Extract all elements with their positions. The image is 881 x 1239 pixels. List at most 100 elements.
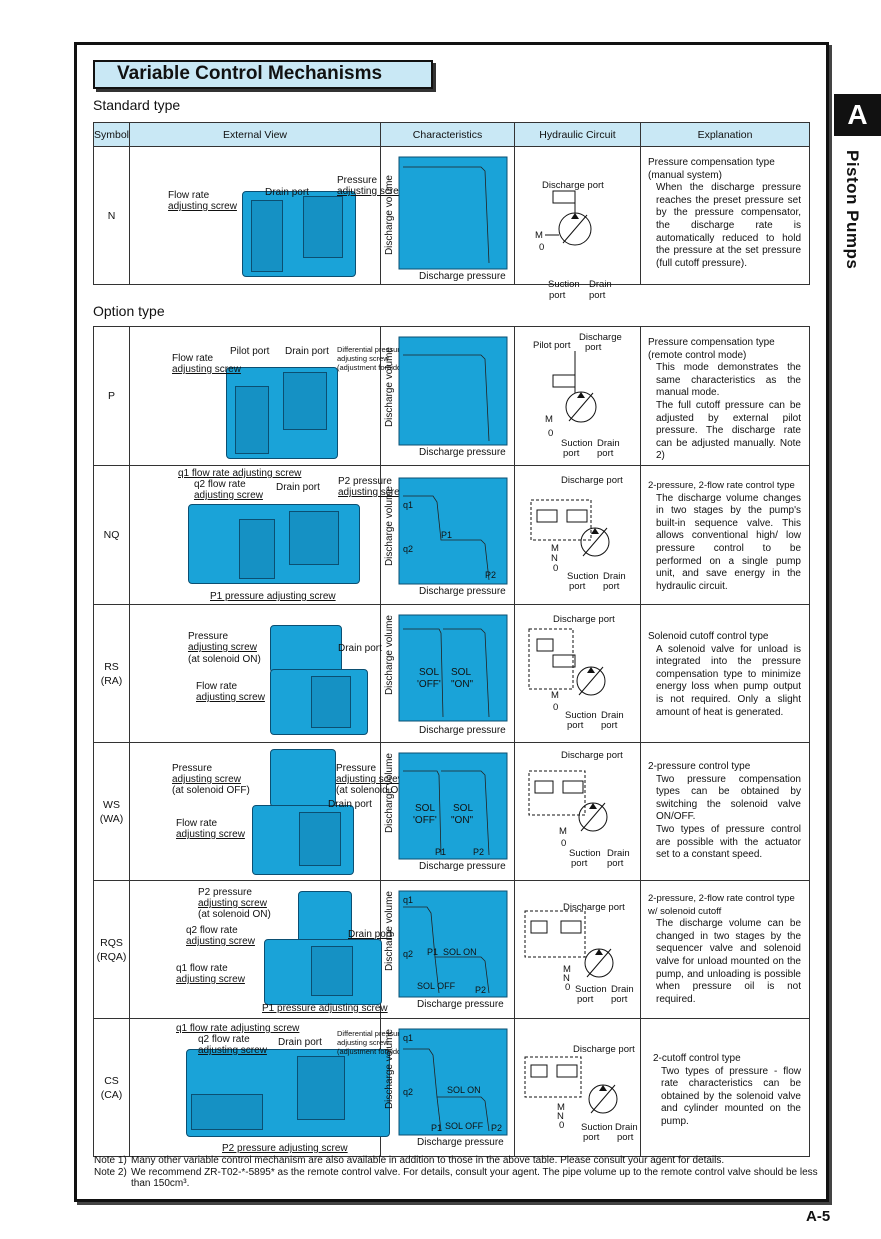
chart-label: P2 — [491, 1123, 503, 1133]
explanation-body: The full cutoff pressure can be adjusted… — [656, 399, 801, 462]
circuit-label: port — [611, 994, 628, 1005]
page-title-box: Variable Control Mechanisms — [93, 60, 433, 89]
explanation-body: The discharge volume changes in two stag… — [656, 492, 801, 592]
chart-label: q1 — [403, 500, 414, 510]
explanation-title: Pressure compensation type — [648, 337, 775, 348]
page-frame — [74, 42, 829, 1202]
circuit-label: port — [567, 720, 584, 731]
pump-image — [252, 805, 354, 875]
external-view-cell: P2 pressure adjusting screw (at solenoid… — [129, 880, 392, 1019]
label: q1 flow rate adjusting screw — [178, 468, 302, 479]
label: (at solenoid ON) — [336, 785, 409, 796]
chart-label: q2 — [403, 1087, 414, 1097]
x-axis-label: Discharge pressure — [419, 725, 506, 736]
explanation-body: Two types of pressure - flow rate charac… — [661, 1065, 801, 1127]
circuit-label: N — [563, 973, 570, 984]
table-row: P Flow rate adjusting screw Pilot port D… — [93, 326, 810, 466]
characteristics-cell: SOL SOL 'OFF' "ON" Discharge volume Disc… — [380, 604, 515, 743]
explanation-title: 2-cutoff control type — [653, 1053, 741, 1064]
hydraulic-circuit-cell: Discharge port Suction port Drain port M… — [514, 465, 641, 605]
section-name: Piston Pumps — [843, 150, 862, 270]
label: Differential pressure — [337, 1029, 404, 1038]
characteristic-chart — [398, 156, 508, 270]
explanation-body: Two pressure compensation types can be o… — [656, 773, 801, 823]
symbol: WS — [103, 798, 120, 811]
note-1: Note 1)Many other variable control mecha… — [94, 1155, 819, 1167]
pump-image — [188, 504, 360, 584]
label: adjusting screw — [168, 201, 237, 212]
y-axis-label: Discharge volume — [384, 486, 395, 567]
explanation-cell: Pressure compensation type (remote contr… — [640, 326, 810, 466]
note-2: Note 2)We recommend ZR-T02-*-5895* as th… — [94, 1167, 819, 1190]
symbol: CS — [104, 1074, 119, 1087]
hydraulic-circuit-diagram — [524, 1056, 618, 1114]
explanation-cell: Solenoid cutoff control type A solenoid … — [640, 604, 810, 743]
option-type-label: Option type — [93, 303, 165, 319]
circuit-label: Drain — [611, 984, 634, 995]
chart-label: 'OFF' — [413, 815, 437, 826]
symbol-cell: WS (WA) — [93, 742, 130, 881]
x-axis-label: Discharge pressure — [419, 271, 506, 282]
solenoid-image — [270, 625, 342, 673]
symbol-alt: (CA) — [100, 1088, 123, 1101]
characteristics-cell: q1 q2 P1 SOL ON SOL OFF P2 Discharge vol… — [380, 880, 515, 1019]
circuit-label: 0 — [539, 242, 545, 253]
chart-label: q2 — [403, 544, 414, 554]
circuit-label: port — [597, 448, 614, 459]
label: adjusting screw — [176, 974, 245, 985]
symbol-cell: RS (RA) — [93, 604, 130, 743]
circuit-label: Discharge port — [563, 902, 625, 913]
note-label: Note 1) — [94, 1155, 127, 1166]
hydraulic-circuit-diagram — [530, 499, 610, 557]
circuit-label: 0 — [553, 563, 559, 574]
chart-label: SOL — [451, 667, 472, 678]
chart-label: SOL — [419, 667, 440, 678]
characteristics-cell: Discharge volume Discharge pressure — [380, 146, 516, 285]
label: adjusting screw — [194, 490, 263, 501]
circuit-label: Pilot port — [533, 340, 571, 351]
label: (adjustment forbidden) — [337, 363, 413, 372]
external-view-cell: q1 flow rate adjusting screw q2 flow rat… — [129, 465, 407, 605]
label: q1 flow rate — [176, 963, 228, 974]
table-row: NQ q1 flow rate adjusting screw q2 flow … — [93, 465, 810, 605]
pump-image — [242, 191, 357, 277]
label: adjusting screw — [336, 774, 405, 785]
label: P2 pressure adjusting screw — [222, 1143, 348, 1154]
label: Pressure — [336, 763, 377, 774]
explanation-body: This mode demonstrates the same characte… — [656, 362, 801, 399]
explanation-title: 2-pressure control type — [648, 761, 751, 772]
label: adjusting screw — [196, 692, 265, 703]
hydraulic-circuit-diagram — [524, 910, 614, 978]
label: adjusting screw — [172, 364, 241, 375]
label: (at solenoid ON) — [188, 654, 261, 665]
label: P2 pressure — [338, 476, 392, 487]
table-row: RQS (RQA) P2 pressure adjusting screw (a… — [93, 880, 810, 1019]
label: P1 pressure adjusting screw — [210, 591, 336, 602]
hydraulic-circuit-cell: Discharge port Suction port Drain port M… — [514, 880, 641, 1019]
chart-label: P1 — [427, 947, 439, 957]
circuit-label: N — [551, 553, 558, 564]
label: adjusting screw — [188, 642, 257, 653]
chart-label: SOL ON — [447, 1085, 481, 1095]
circuit-label: port — [607, 858, 624, 869]
chart-label: P1 — [441, 530, 453, 540]
symbol: RS — [104, 660, 119, 673]
pump-image — [186, 1049, 390, 1137]
circuit-label: Drain — [615, 1122, 638, 1133]
characteristic-chart — [398, 336, 508, 446]
explanation-body: The discharge volume can be changed in t… — [656, 918, 801, 1005]
circuit-label: port — [617, 1132, 634, 1143]
circuit-label: Drain — [607, 848, 630, 859]
note-text: We recommend ZR-T02-*-5895* as the remot… — [131, 1166, 818, 1190]
explanation-cell: 2-cutoff control type Two types of press… — [640, 1018, 810, 1157]
circuit-label: M — [551, 543, 559, 554]
circuit-label: Suction — [567, 571, 599, 582]
x-axis-label: Discharge pressure — [419, 861, 506, 872]
circuit-label: port — [585, 342, 602, 353]
hydraulic-circuit-cell: Discharge port Suction port Drain port M… — [514, 604, 641, 743]
chart-label: "ON" — [451, 679, 474, 690]
circuit-label: 0 — [559, 1120, 565, 1131]
circuit-label: Suction — [561, 438, 593, 449]
circuit-label: 0 — [565, 982, 571, 993]
hydraulic-circuit-diagram — [528, 628, 606, 696]
